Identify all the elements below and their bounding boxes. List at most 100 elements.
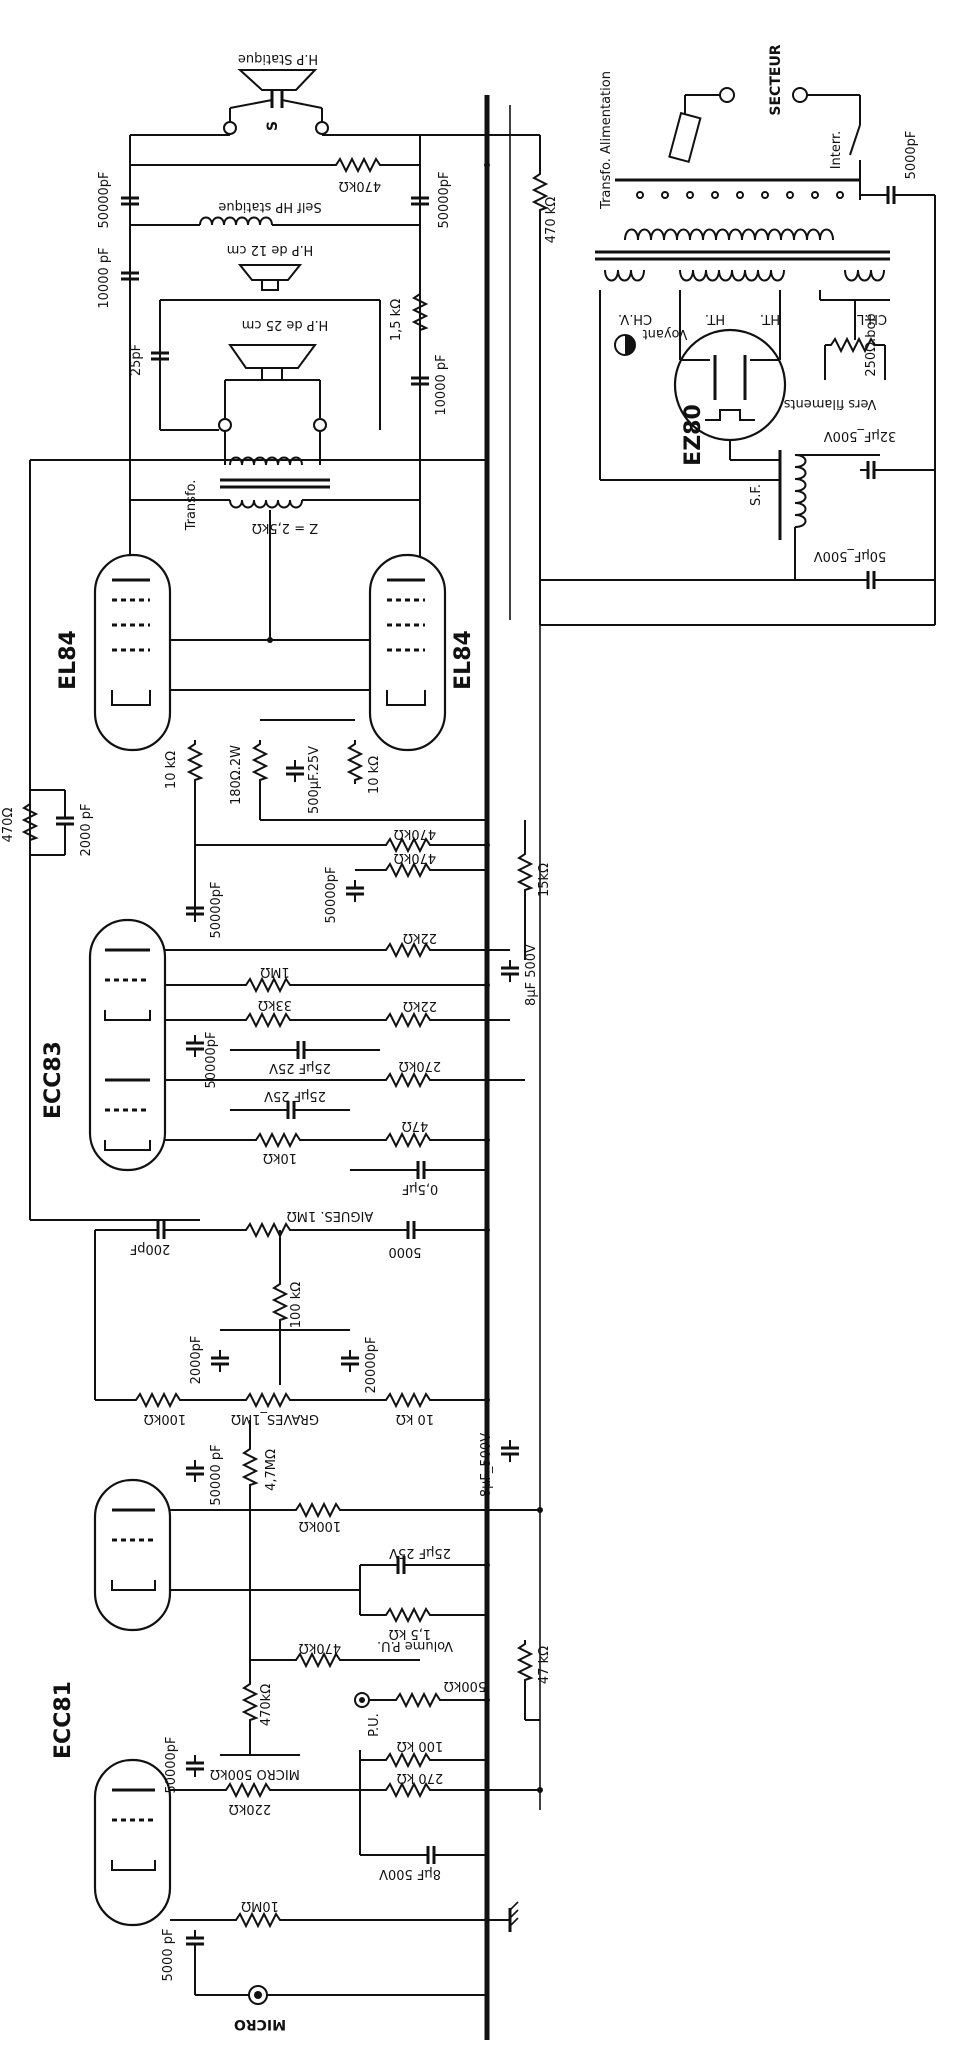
cap-5000pf-input: 5000 pF bbox=[161, 1929, 176, 1982]
res-470k-a: 470kΩ bbox=[394, 826, 436, 841]
hp-25cm-terminal-left[interactable] bbox=[218, 418, 232, 432]
interr-label[interactable]: Interr. bbox=[829, 131, 844, 170]
hp-statique-s-label: S bbox=[265, 121, 281, 131]
hp-25cm: H.P de 25 cm bbox=[228, 317, 329, 381]
pot-250-bob[interactable]: 250Ω.bob bbox=[864, 313, 879, 376]
cap-50000pf-a: 50000pF bbox=[209, 881, 224, 938]
self-hp-label: Self HP statique bbox=[218, 199, 321, 214]
res-10k-b: 10 kΩ bbox=[367, 756, 382, 794]
res-10k-c: 10kΩ bbox=[263, 1150, 297, 1165]
res-270k-b: 270 kΩ bbox=[397, 1770, 443, 1785]
res-470k-c: 470kΩ bbox=[299, 1640, 341, 1655]
tube-ecc81-label: ECC81 bbox=[51, 1681, 76, 1759]
cap-25uf-a: 25μF 25V bbox=[269, 1060, 331, 1075]
pu-label: P.U. bbox=[367, 1713, 382, 1737]
cap-25uf-c: 25μF 25V bbox=[389, 1545, 451, 1560]
winding-ht1: HT. bbox=[705, 311, 725, 326]
res-100k-c: 100kΩ bbox=[299, 1518, 341, 1533]
pot-graves[interactable]: GRAVES_1MΩ bbox=[231, 1411, 319, 1426]
power-transformer-label: Transfo. Alimentation bbox=[599, 71, 614, 210]
secteur-label: SECTEUR bbox=[768, 44, 784, 115]
res-15k: 15kΩ bbox=[537, 863, 552, 897]
output-transformer-z: Z = 2,5kΩ bbox=[252, 520, 318, 535]
tap-terminals bbox=[636, 191, 844, 199]
res-4-7m: 4,7MΩ bbox=[264, 1449, 279, 1491]
cap-10000pf-right: 10000 pF bbox=[434, 354, 449, 415]
cap-50000pf-top-left: 50000pF bbox=[97, 171, 112, 228]
sf-label: S.F. bbox=[749, 484, 764, 506]
res-1-5k-b: 1,5 kΩ bbox=[389, 1626, 431, 1641]
cap-5000-treble: 5000 bbox=[388, 1244, 421, 1259]
res-10k-d: 10 kΩ bbox=[396, 1411, 434, 1426]
tube-ez80-label: EZ80 bbox=[681, 404, 706, 466]
res-470k-right: 470 kΩ bbox=[544, 197, 559, 243]
pot-aigues[interactable]: AIGUES. 1MΩ bbox=[287, 1208, 374, 1223]
hp-25cm-label: H.P de 25 cm bbox=[242, 317, 329, 332]
res-33k: 33kΩ bbox=[258, 997, 292, 1012]
hp-12cm: H.P de 12 cm bbox=[227, 242, 314, 291]
filter-choke: S.F. bbox=[749, 450, 807, 540]
cap-200pf: 200pF bbox=[130, 1241, 171, 1256]
res-220k: 220kΩ bbox=[229, 1801, 271, 1816]
res-47k: 47 kΩ bbox=[537, 1646, 552, 1684]
hp-statique: H.P Statique S bbox=[237, 51, 318, 131]
cap-2000pf: 2000pF bbox=[189, 1336, 204, 1385]
output-transformer: Transfo. Z = 2,5kΩ bbox=[184, 456, 330, 535]
output-transformer-label: Transfo. bbox=[184, 480, 199, 532]
res-10k-a: 10 kΩ bbox=[164, 751, 179, 789]
hp-12cm-label: H.P de 12 cm bbox=[227, 242, 314, 257]
power-transformer: Transfo. Alimentation bbox=[595, 71, 890, 282]
pot-micro-500k[interactable]: MICRO 500kΩ bbox=[210, 1766, 300, 1781]
cap-50000pf-top-right: 50000pF bbox=[437, 171, 452, 228]
cap-25uf-b: 25μF 25V bbox=[264, 1088, 326, 1103]
hp-25cm-terminal-right[interactable] bbox=[313, 418, 327, 432]
cap-0-5uf: 0,5μF bbox=[402, 1181, 438, 1196]
cap-50000pf-d: 50000 pF bbox=[209, 1444, 224, 1505]
res-470-feedback: 470Ω bbox=[1, 808, 16, 843]
pot-500k-volume[interactable]: 500kΩ bbox=[444, 1678, 486, 1693]
secteur-terminal-a[interactable] bbox=[719, 87, 735, 103]
tube-ecc81: ECC81 bbox=[51, 1478, 172, 1927]
hp-statique-terminal-left[interactable] bbox=[223, 121, 237, 135]
cap-50000pf-e: 50000pF bbox=[164, 1736, 179, 1793]
cap-32uf: 32μF_500V bbox=[824, 428, 897, 443]
res-180-2w: 180Ω.2W bbox=[229, 745, 244, 805]
cap-8uf-c: 8μF 500V bbox=[379, 1866, 441, 1881]
secteur-terminal-b[interactable] bbox=[792, 87, 808, 103]
junction-dots bbox=[484, 162, 543, 1923]
cap-500uf: 500μF.25V bbox=[307, 746, 322, 814]
res-470k-d: 470kΩ bbox=[259, 1684, 274, 1726]
cap-8uf-a: 8μF 500V bbox=[524, 944, 539, 1006]
res-270k-a: 270kΩ bbox=[399, 1058, 441, 1073]
tube-ez80: EZ80 bbox=[673, 328, 787, 466]
cap-50000pf-b: 50000pF bbox=[324, 866, 339, 923]
res-470k-b: 470kΩ bbox=[394, 850, 436, 865]
cap-50000pf-c: 50000pF bbox=[204, 1031, 219, 1088]
res-1m-a: 1MΩ bbox=[260, 964, 289, 979]
res-100k-a: 100 kΩ bbox=[289, 1282, 304, 1328]
winding-chv: CH.V. bbox=[618, 311, 652, 326]
res-22k-a: 22kΩ bbox=[403, 930, 437, 945]
res-47: 47Ω bbox=[402, 1118, 429, 1133]
res-470k-top: 470kΩ bbox=[339, 178, 381, 193]
micro-jack-label: MICRO bbox=[234, 2016, 286, 2032]
voltage-selector[interactable] bbox=[668, 111, 702, 164]
cap-50uf: 50μF_500V bbox=[814, 548, 887, 563]
cap-25pf: 25pF bbox=[129, 344, 144, 376]
hp-statique-terminal-right[interactable] bbox=[315, 121, 329, 135]
tube-ecc83-label: ECC83 bbox=[41, 1041, 66, 1119]
voyant-label: Voyant bbox=[643, 326, 688, 341]
cap-20000pf: 20000pF bbox=[364, 1336, 379, 1393]
vers-filaments-label: Vers filaments bbox=[783, 396, 876, 411]
cap-2000pf-feedback: 2000 pF bbox=[79, 804, 94, 857]
tube-el84-left: EL84 bbox=[56, 553, 172, 752]
hp-statique-label: H.P Statique bbox=[238, 51, 318, 66]
volume-pu-label: Volume P.U. bbox=[377, 1638, 453, 1653]
res-100k-b: 100kΩ bbox=[144, 1411, 186, 1426]
res-22k-b: 22kΩ bbox=[403, 998, 437, 1013]
cap-8uf-b: 8μF_500V bbox=[479, 1433, 494, 1497]
cap-5000pf-mains: 5000pF bbox=[904, 131, 919, 180]
res-10m: 10MΩ bbox=[241, 1898, 279, 1913]
res-100k-d: 100 kΩ bbox=[397, 1738, 443, 1753]
